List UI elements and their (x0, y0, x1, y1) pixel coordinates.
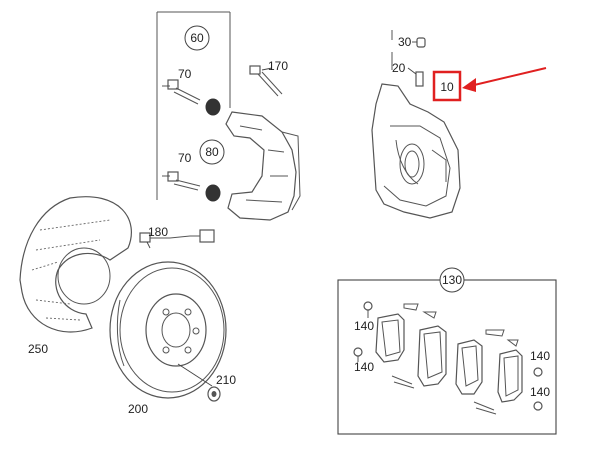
wear-sensor-180 (139, 229, 215, 249)
bleed-valve-20 (407, 67, 424, 87)
bolt-170 (249, 65, 283, 97)
callout-130-circle (439, 267, 465, 293)
pad-kit-130: 130 140 140 (337, 267, 557, 435)
callout-250: 250 (28, 342, 48, 356)
carrier-bracket (225, 111, 301, 221)
screw-210 (177, 363, 221, 402)
callout-10: 10 (440, 80, 454, 94)
callout-70-upper: 70 (178, 67, 192, 81)
caliper-housing (371, 83, 461, 219)
brake-disc-200 (109, 261, 227, 399)
pad-clip-3 (485, 329, 519, 347)
callout-60-circle (184, 25, 210, 51)
callout-80-circle (199, 139, 225, 165)
callout-180: 180 (148, 225, 168, 239)
caliper-group: 30 20 10 (371, 30, 547, 219)
callout-30: 30 (398, 35, 412, 49)
pad-bolt-left-lower (353, 347, 363, 362)
brake-pad-1 (375, 313, 405, 363)
bolt-70-lower (162, 171, 201, 191)
callout-130: 130 (442, 273, 462, 287)
callout-140-right-upper: 140 (530, 349, 550, 363)
callout-170: 170 (268, 59, 288, 73)
pad-clip-2 (391, 375, 415, 389)
brake-pad-2 (417, 325, 447, 387)
caliper-bracket-group: 60 80 170 70 70 (156, 11, 301, 221)
pad-bolt-left-upper (363, 301, 373, 318)
callout-140-left-upper: 140 (354, 319, 374, 333)
brake-pad-3 (455, 339, 483, 395)
callout-70-lower: 70 (178, 151, 192, 165)
brake-pad-4 (497, 349, 523, 403)
splash-shield-250 (19, 196, 132, 333)
callout-80: 80 (205, 145, 219, 159)
pad-clip-1 (403, 303, 437, 319)
callout-210: 210 (216, 373, 236, 387)
bolt-70-upper (162, 79, 201, 105)
pad-bolt-right-lower (533, 401, 543, 411)
callout-10-box (432, 70, 462, 102)
pad-clip-4 (473, 401, 497, 415)
bushing-upper (205, 98, 221, 116)
callout-140-left-lower: 140 (354, 360, 374, 374)
highlight-arrow (462, 67, 547, 92)
callout-200: 200 (128, 402, 148, 416)
callout-60: 60 (190, 31, 204, 45)
bushing-lower (205, 184, 221, 202)
cap-30 (412, 37, 426, 48)
callout-20: 20 (392, 61, 406, 75)
callout-140-right-lower: 140 (530, 385, 550, 399)
pad-bolt-right-upper (533, 367, 543, 377)
